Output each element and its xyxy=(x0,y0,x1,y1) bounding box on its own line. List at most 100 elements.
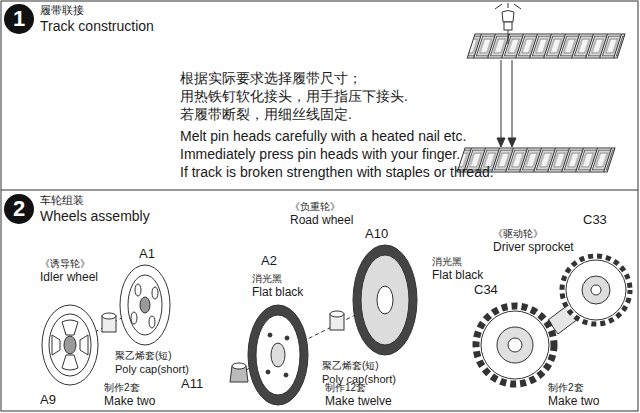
part-heading: Driver sprocket xyxy=(493,241,574,255)
sprocket-illustration xyxy=(497,327,533,363)
sprocket-illustration xyxy=(476,306,554,384)
note-cn: 用热铁钉软化接头，用手指压下接头. xyxy=(180,88,408,104)
poly-cap xyxy=(330,311,344,317)
quantity-cn: 制作2套 xyxy=(104,382,140,394)
quantity-cn: 制作12套 xyxy=(325,382,366,394)
road-wheel-illustration xyxy=(284,373,288,377)
road-wheel-illustration xyxy=(285,336,289,340)
press-arrows xyxy=(508,138,516,147)
note: Immediately press pin heads with your fi… xyxy=(180,146,460,162)
part-heading-cn: 《诱导轮》 xyxy=(40,258,90,270)
quantity: Make twelve xyxy=(325,395,392,409)
heated-nail xyxy=(508,3,509,8)
poly-cap xyxy=(102,313,116,319)
note-cn: 根据实际要求选择履带尺寸； xyxy=(180,70,362,86)
idler-wheel-illustration xyxy=(80,335,88,355)
heated-nail xyxy=(502,11,514,23)
idler-wheel-illustration xyxy=(49,314,91,376)
part-heading: Idler wheel xyxy=(40,271,98,285)
paint-note-cn: 消光黑 xyxy=(432,256,462,268)
track-illustration xyxy=(467,34,625,58)
road-wheel-illustration xyxy=(266,370,270,374)
quantity-cn: 制作2套 xyxy=(548,382,584,394)
press-arrows xyxy=(497,138,505,147)
idler-wheel-illustration xyxy=(64,336,76,354)
press-arrows xyxy=(501,60,502,140)
road-wheel-illustration xyxy=(248,305,308,405)
quantity: Make two xyxy=(104,395,155,409)
part-number: A11 xyxy=(181,377,203,392)
paint-note-cn: 消光黑 xyxy=(252,273,282,285)
note: If track is broken strengthen with stapl… xyxy=(180,164,494,180)
part-note-cn: 聚乙烯套(短) xyxy=(322,360,379,372)
hub-cap xyxy=(230,363,248,382)
road-wheel-illustration xyxy=(353,245,417,355)
road-wheel-illustration xyxy=(230,245,417,405)
part-heading-cn: 《驱动轮》 xyxy=(493,228,543,240)
step-heading-cn: 履带联接 xyxy=(40,4,84,17)
sprocket-illustration xyxy=(591,285,601,295)
idler-wheel-illustration xyxy=(131,312,137,324)
poly-cap xyxy=(102,313,116,332)
road-wheel-illustration xyxy=(256,315,300,395)
idler-wheel-illustration xyxy=(149,316,155,328)
part-note-cn: 聚乙烯套(短) xyxy=(115,350,172,362)
note: Melt pin heads carefully with a heated n… xyxy=(180,128,466,144)
sprocket-illustration xyxy=(476,256,630,384)
part-number: C34 xyxy=(474,283,498,298)
heated-nail xyxy=(495,3,521,44)
part-number: A2 xyxy=(261,254,277,269)
note-cn: 若履带断裂，用细丝线固定. xyxy=(180,106,352,122)
road-wheel-illustration xyxy=(271,343,285,367)
press-arrows xyxy=(512,60,513,140)
paint-note: Flat black xyxy=(252,286,303,300)
part-number: A9 xyxy=(40,393,56,408)
idler-wheel-illustration xyxy=(42,305,98,385)
part-number: C33 xyxy=(583,213,607,228)
heated-nail xyxy=(504,22,512,30)
road-wheel-illustration xyxy=(361,255,409,345)
step-circle-fill xyxy=(4,194,34,224)
idler-wheel-illustration xyxy=(52,335,60,355)
track-illustration xyxy=(467,34,625,58)
part-heading: Road wheel xyxy=(290,214,353,228)
part-number: A1 xyxy=(139,247,155,262)
idler-wheel-illustration xyxy=(135,284,141,296)
sprocket-illustration xyxy=(566,260,626,320)
sprocket-illustration xyxy=(481,311,549,379)
sprocket-illustration xyxy=(582,276,610,304)
step-circle: 1 xyxy=(3,3,35,35)
heated-nail xyxy=(514,4,521,9)
quantity: Make two xyxy=(548,395,599,409)
heated-nail xyxy=(508,30,509,44)
road-wheel-illustration xyxy=(268,333,272,337)
hub-cap xyxy=(232,363,246,369)
part-number: A10 xyxy=(365,227,388,242)
sprocket-illustration xyxy=(508,338,522,352)
idler-wheel-illustration xyxy=(120,265,170,345)
idler-wheel-illustration xyxy=(62,320,78,335)
part-heading-cn: 《负重轮》 xyxy=(290,201,340,213)
paint-note: Flat black xyxy=(432,269,483,283)
idler-wheel-illustration xyxy=(152,287,158,299)
step-circle-fill xyxy=(4,4,34,34)
idler-wheel-illustration xyxy=(62,355,78,370)
track-illustration xyxy=(457,3,625,172)
step-heading: Track construction xyxy=(40,18,154,34)
heated-nail xyxy=(495,4,502,9)
sprocket-illustration xyxy=(562,256,630,324)
step-heading: Wheels assembly xyxy=(40,208,150,224)
frame xyxy=(1,190,638,191)
step-circle: 2 xyxy=(3,193,35,225)
step-number: 1 xyxy=(13,6,25,32)
idler-wheel-illustration xyxy=(140,297,150,313)
road-wheel-illustration xyxy=(377,286,393,314)
idler-wheel-illustration xyxy=(128,275,162,335)
poly-cap xyxy=(330,311,344,330)
press-arrows xyxy=(497,60,516,147)
part-note: Poly cap(short) xyxy=(115,363,189,376)
step-heading-cn: 车轮组装 xyxy=(40,194,84,207)
